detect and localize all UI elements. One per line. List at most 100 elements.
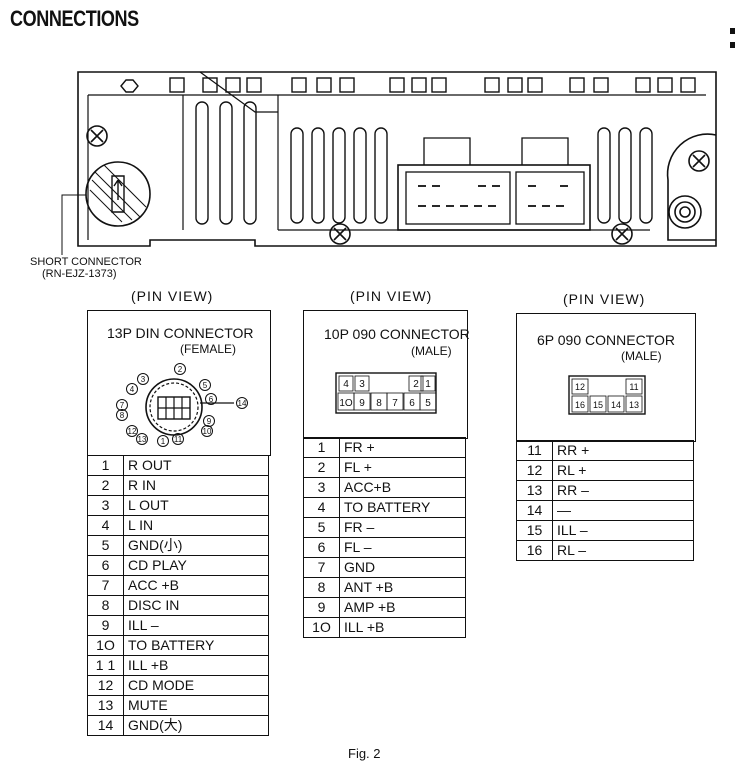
pin-marker-circle: [126, 383, 138, 395]
pin-function: —: [552, 500, 694, 521]
pin-cell: [354, 375, 370, 392]
pin-number: 1O: [303, 617, 340, 638]
pin-cell: [408, 375, 424, 392]
pin-cell: [420, 375, 436, 392]
pin-position-label: 2: [413, 379, 419, 390]
table-row: 14—: [516, 500, 694, 521]
pin-cell: [338, 375, 354, 392]
pin-marker-circle: [174, 363, 186, 375]
pin-marker-label: 1: [161, 437, 166, 446]
pin-marker-circle: [205, 393, 217, 405]
pin-marker-label: 14: [238, 399, 247, 408]
pin-marker-circle: [137, 373, 149, 385]
pin-number: 5: [303, 517, 340, 538]
pin-function: FR +: [339, 437, 466, 458]
pin-function: ILL +B: [123, 655, 269, 676]
pin-number: 13: [87, 695, 124, 716]
pin-marker-label: 9: [207, 417, 212, 426]
pin-marker-label: 10: [203, 427, 212, 436]
pin-function: GND(大): [123, 715, 269, 736]
pin-function: FR –: [339, 517, 466, 538]
pin-number: 13: [516, 480, 553, 501]
pin-number: 2: [303, 457, 340, 478]
pin-function: RL +: [552, 460, 694, 481]
pin-number: 3: [303, 477, 340, 498]
pin-position-label: 6: [409, 398, 415, 409]
pin-marker-label: 8: [120, 411, 125, 420]
pin-number: 12: [87, 675, 124, 696]
pin-marker-circle: [236, 397, 248, 409]
pin-position-label: 8: [376, 398, 382, 409]
pin-marker-label: 12: [128, 427, 137, 436]
short-connector-label: SHORT CONNECTOR (RN-EJZ-1373): [30, 256, 142, 280]
page-title: CONNECTIONS: [10, 6, 139, 31]
pin-number: 14: [516, 500, 553, 521]
pin-function: CD PLAY: [123, 555, 269, 576]
pin-number: 2: [87, 475, 124, 496]
pin-cell: [571, 378, 589, 395]
pin-marker-label: 5: [203, 381, 208, 390]
pin-number: 1O: [87, 635, 124, 656]
pin-function: R IN: [123, 475, 269, 496]
pin-marker-circle: [126, 425, 138, 437]
pin-marker-circle: [199, 379, 211, 391]
pin-function: ILL +B: [339, 617, 466, 638]
pin-function: ACC+B: [339, 477, 466, 498]
pin-view-label-6p: (PIN VIEW): [563, 291, 646, 307]
pin-function: AMP +B: [339, 597, 466, 618]
pin-marker-circle: [116, 399, 128, 411]
pin-position-label: 11: [629, 382, 638, 392]
pin-marker-label: 2: [178, 365, 183, 374]
pin-position-label: 16: [575, 400, 585, 410]
din13-title: 13P DIN CONNECTOR: [107, 325, 254, 341]
pin-function: TO BATTERY: [339, 497, 466, 518]
pin-number: 16: [516, 540, 553, 561]
pin-number: 1: [87, 455, 124, 476]
pin-function: ACC +B: [123, 575, 269, 596]
pin-number: 8: [303, 577, 340, 598]
pin-position-label: 14: [611, 400, 621, 410]
pin-cell: [607, 395, 625, 413]
pin-marker-circle: [116, 409, 128, 421]
pin-number: 15: [516, 520, 553, 541]
pin-marker-circle: [203, 415, 215, 427]
pin-position-label: 3: [359, 379, 365, 390]
pin-position-label: 13: [629, 400, 639, 410]
pin-function: ANT +B: [339, 577, 466, 598]
pin-number: 1 1: [87, 655, 124, 676]
pin-marker-label: 6: [209, 395, 214, 404]
pin-marker-label: 3: [141, 375, 146, 384]
pin-function: GND(小): [123, 535, 269, 556]
pin-cell: [386, 392, 404, 411]
pin-function: MUTE: [123, 695, 269, 716]
pin-position-label: 9: [359, 398, 365, 409]
pin-marker-label: 4: [130, 385, 135, 394]
pin-cell: [589, 395, 607, 413]
pin-view-label-10p: (PIN VIEW): [350, 288, 433, 304]
pin-number: 4: [303, 497, 340, 518]
pin-marker-label: 13: [138, 435, 147, 444]
pin-function: L IN: [123, 515, 269, 536]
pin-cell: [625, 395, 643, 413]
pin-function: DISC IN: [123, 595, 269, 616]
pin-function: TO BATTERY: [123, 635, 269, 656]
